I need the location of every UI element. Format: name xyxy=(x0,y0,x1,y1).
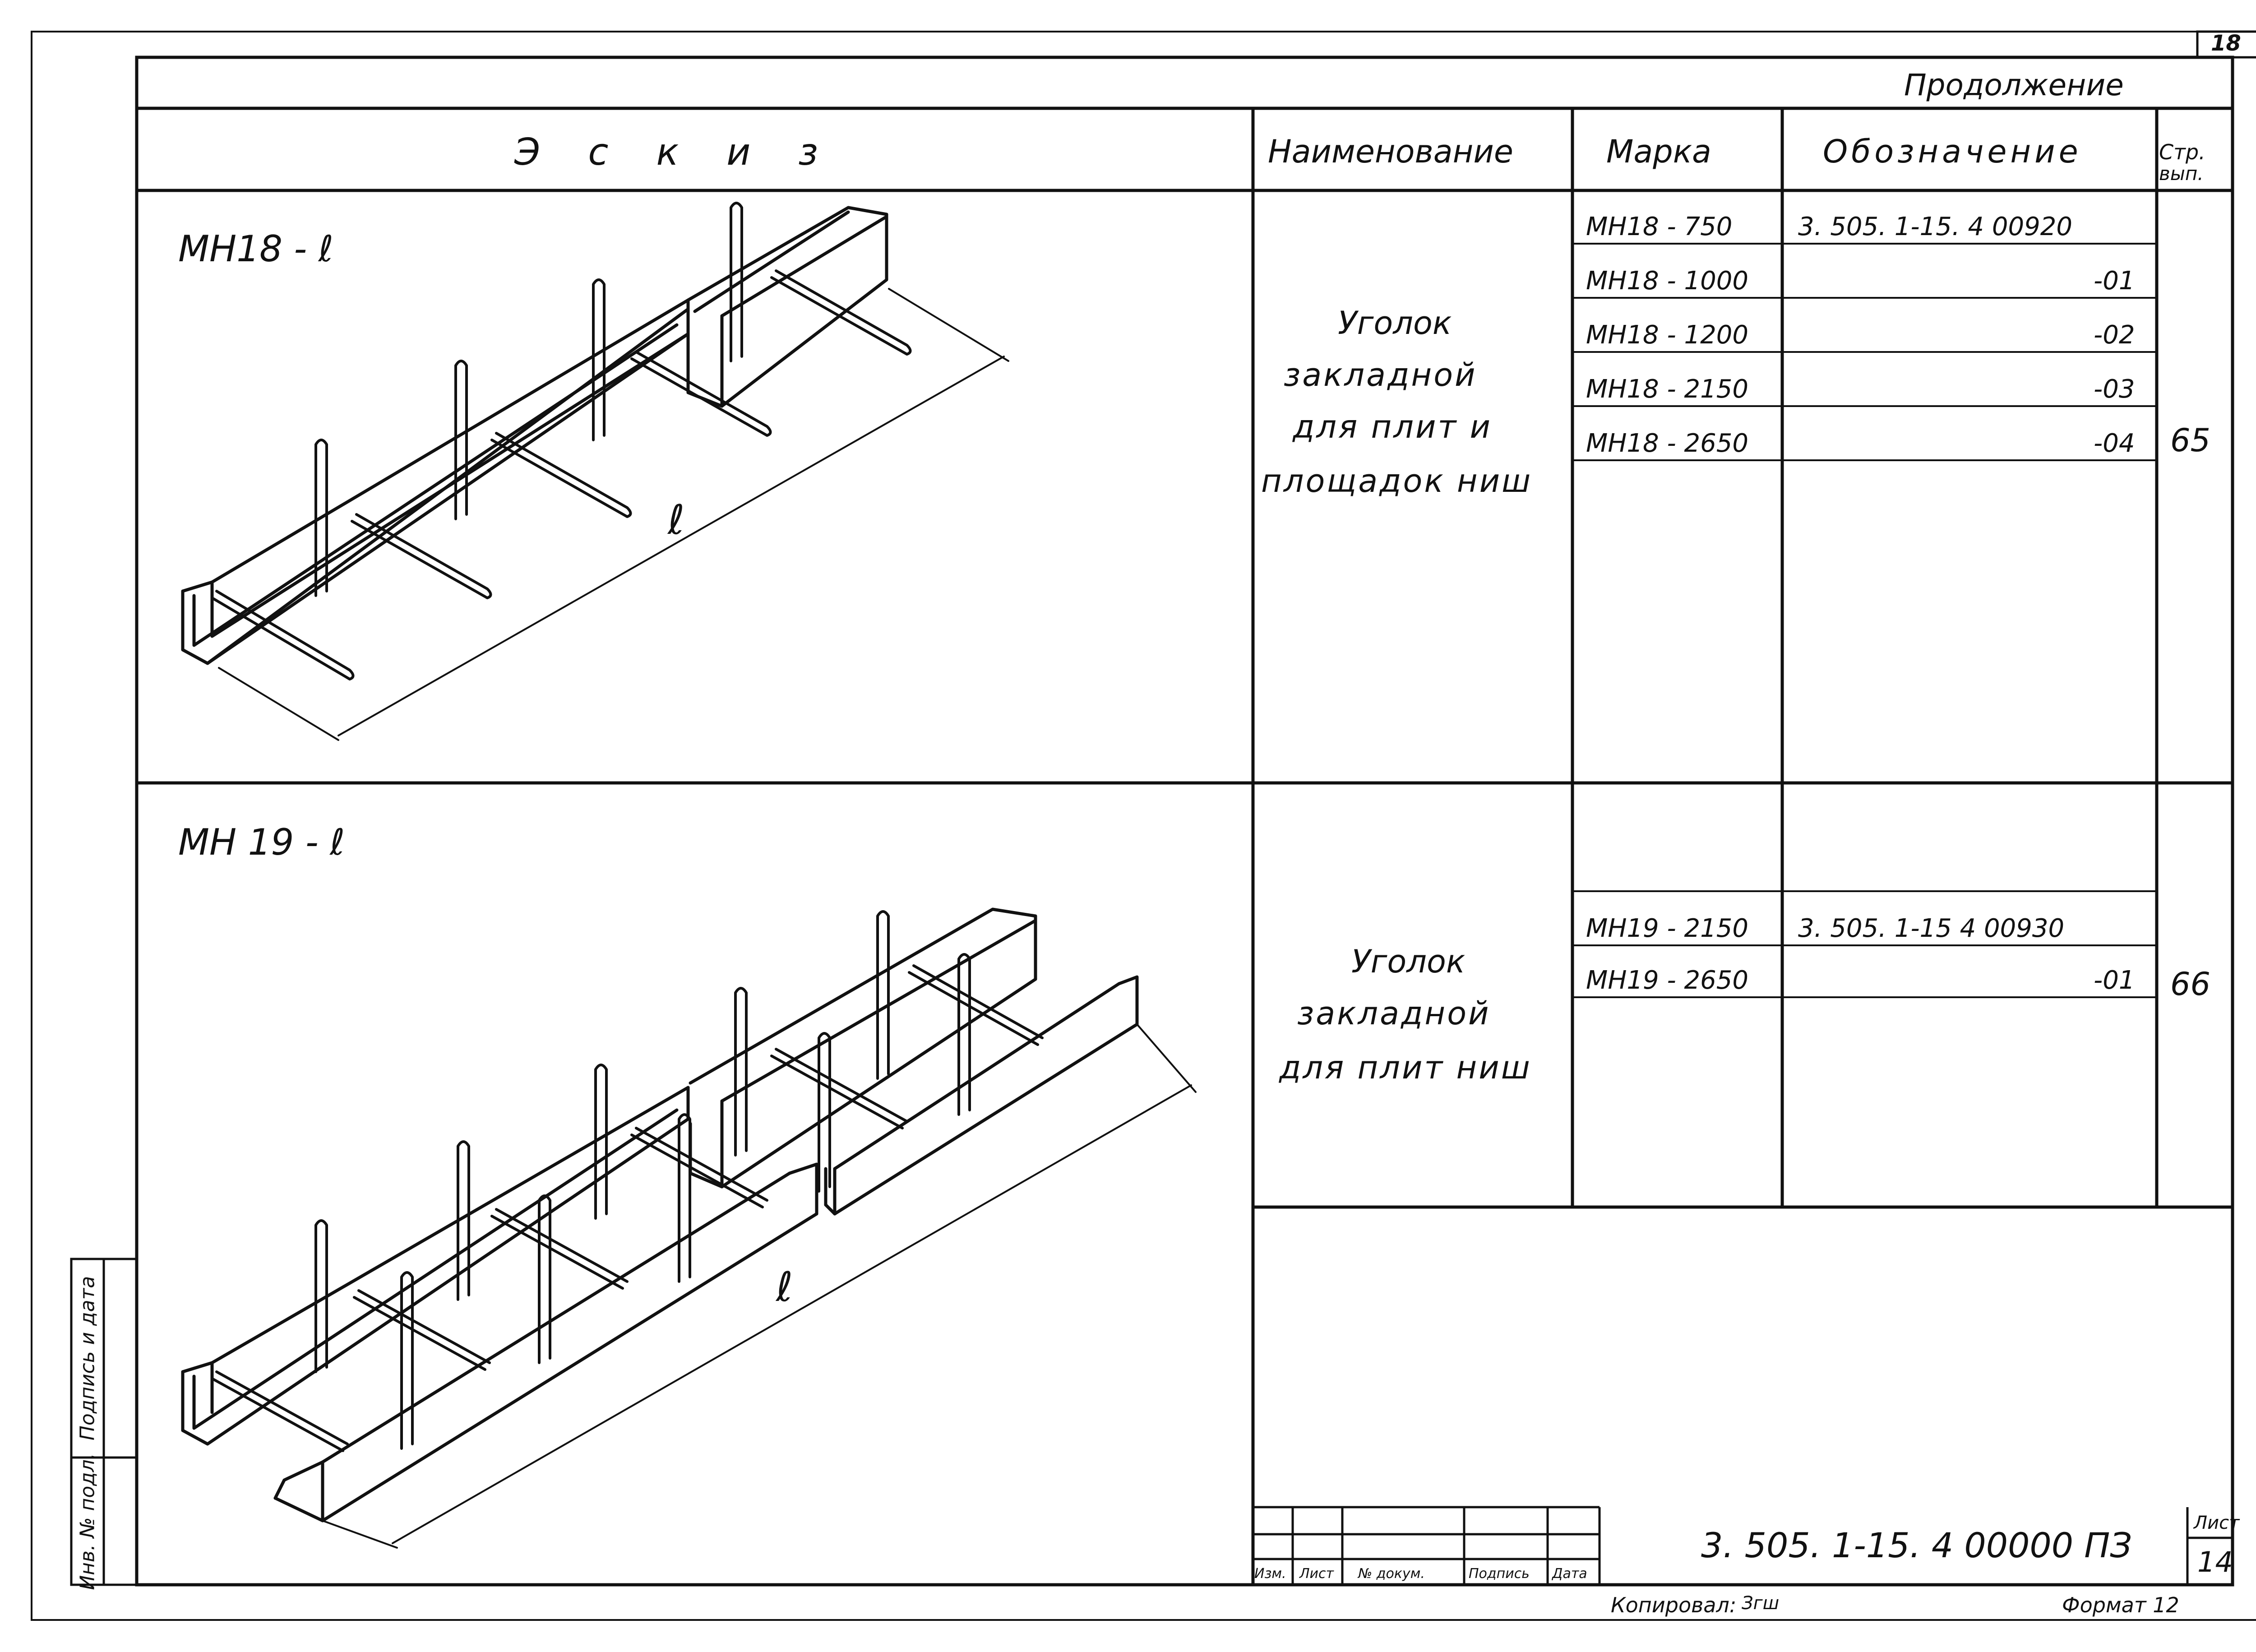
header-page-line2: вып. xyxy=(2159,162,2204,185)
sketch2-label: МН 19 - ℓ xyxy=(178,821,345,863)
sketch1-label: МН18 - ℓ xyxy=(178,228,333,270)
footer-copied-label: Копировал: xyxy=(1611,1593,1737,1617)
section1-mark: МН18 - 2650 xyxy=(1586,429,1749,458)
section1-mark: МН18 - 1000 xyxy=(1586,266,1749,296)
side-stamp-signature: Подпись и дата xyxy=(76,1276,99,1441)
section2-page: 66 xyxy=(2170,966,2211,1003)
continuation-label: Продолжение xyxy=(1904,68,2124,102)
sketch-mh19 xyxy=(181,907,1197,1549)
title-block-sheet-label: Лист xyxy=(2194,1513,2240,1533)
title-block-code: 3. 505. 1-15. 4 00000 ПЗ xyxy=(1701,1525,2132,1565)
section2-designation: -01 xyxy=(2094,966,2135,995)
section2-name-line: Уголок xyxy=(1351,943,1465,980)
footer-copied-signature: Згш xyxy=(1742,1593,1780,1614)
section1-mark: МН18 - 2150 xyxy=(1586,375,1749,404)
section1-designation: -04 xyxy=(2094,429,2135,458)
sketch1-dimension: ℓ xyxy=(668,496,685,544)
corner-page-number: 18 xyxy=(2211,31,2241,56)
title-col-ndoc: № докум. xyxy=(1358,1566,1425,1582)
title-col-list: Лист xyxy=(1299,1566,1334,1582)
section1-designation: -02 xyxy=(2094,320,2135,350)
section1-page: 65 xyxy=(2170,422,2211,459)
header-mark: Марка xyxy=(1606,133,1711,170)
section1-name-line: Уголок xyxy=(1338,305,1452,342)
section1-name-line: для плит и xyxy=(1293,408,1493,445)
footer-format: Формат 12 xyxy=(2062,1593,2179,1617)
sketch2-dimension: ℓ xyxy=(776,1263,793,1311)
title-col-date: Дата xyxy=(1552,1566,1587,1582)
header-page-line1: Стр. xyxy=(2159,140,2205,164)
section2-mark: МН19 - 2650 xyxy=(1586,966,1749,995)
section2-name-line: закладной xyxy=(1297,995,1491,1032)
section1-designation: -03 xyxy=(2094,375,2135,404)
title-col-sign: Подпись xyxy=(1469,1566,1530,1582)
section1-designation: 3. 505. 1-15. 4 00920 xyxy=(1798,212,2072,241)
title-col-izm: Изм. xyxy=(1254,1566,1286,1582)
side-stamp-inv: Инв. № подл. xyxy=(76,1453,99,1590)
header-name: Наименование xyxy=(1268,133,1513,170)
sketch-mh18 xyxy=(181,202,1009,741)
section1-mark: МН18 - 750 xyxy=(1586,212,1733,241)
section1-designation: -01 xyxy=(2094,266,2135,296)
section2-mark: МН19 - 2150 xyxy=(1586,914,1749,943)
section2-designation: 3. 505. 1-15 4 00930 xyxy=(1798,914,2065,943)
section1-name-line: закладной xyxy=(1284,356,1477,393)
header-sketch: Э с к и з xyxy=(514,131,837,174)
title-block-sheet-number: 14 xyxy=(2197,1546,2233,1578)
section1-mark: МН18 - 1200 xyxy=(1586,320,1749,350)
section2-name-line: для плит ниш xyxy=(1279,1049,1532,1086)
header-designation: Обозначение xyxy=(1823,133,2082,170)
section1-name-line: площадок ниш xyxy=(1261,463,1533,500)
